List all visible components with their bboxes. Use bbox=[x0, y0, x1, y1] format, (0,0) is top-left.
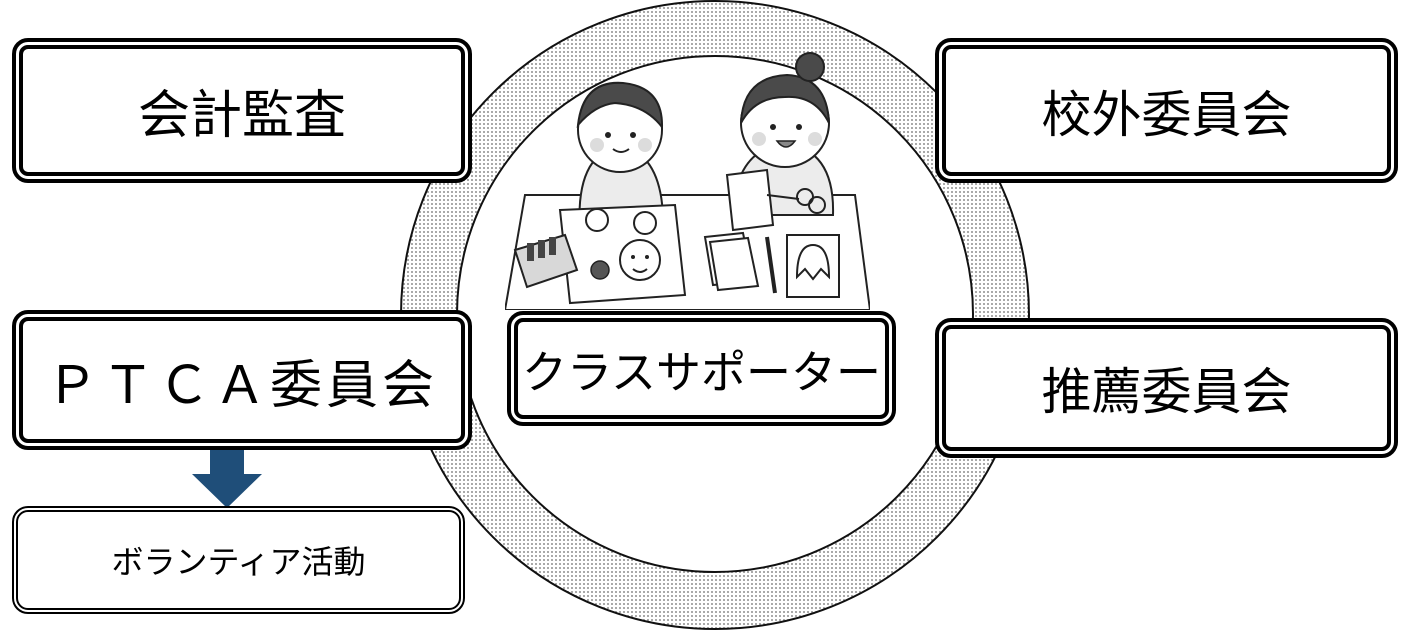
ptca-committee-label: ＰＴＣＡ委員会 bbox=[45, 355, 438, 416]
down-arrow-icon bbox=[192, 450, 262, 508]
children-crafting-illustration bbox=[505, 52, 870, 310]
recommendation-committee-box: 推薦委員会 bbox=[935, 318, 1398, 458]
class-supporter-box: クラスサポーター bbox=[507, 311, 896, 426]
recommendation-committee-label: 推薦委員会 bbox=[1041, 363, 1292, 421]
volunteer-activity-box: ボランティア活動 bbox=[12, 506, 465, 614]
outside-school-committee-label: 校外委員会 bbox=[1041, 85, 1292, 144]
outside-school-committee-box: 校外委員会 bbox=[935, 38, 1398, 183]
ptca-committee-box: ＰＴＣＡ委員会 bbox=[12, 310, 472, 450]
accounting-audit-label: 会計監査 bbox=[137, 86, 346, 146]
class-supporter-label: クラスサポーター bbox=[521, 346, 882, 399]
accounting-audit-box: 会計監査 bbox=[12, 38, 472, 183]
volunteer-activity-label: ボランティア活動 bbox=[111, 543, 366, 581]
